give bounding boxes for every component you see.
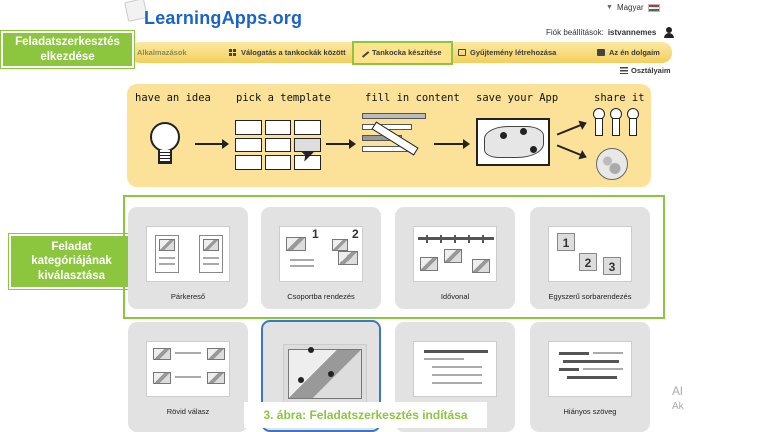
chevron-down-icon: ▼	[606, 4, 613, 11]
step-have-an-idea: have an idea	[135, 92, 211, 104]
step-pick-a-template: pick a template	[236, 92, 331, 104]
arrow-icon	[326, 139, 356, 149]
person-icon	[627, 108, 639, 136]
person-icon	[610, 108, 622, 136]
category-label: Csoportba rendezés	[287, 292, 355, 301]
grid-icon	[229, 49, 237, 56]
classes-link[interactable]: Osztályaim	[620, 66, 671, 75]
username: istvannemes	[607, 28, 657, 37]
account-settings[interactable]: Fiók beállítások: istvannemes	[546, 27, 675, 38]
template-grid-icon	[235, 120, 321, 170]
category-thumb	[413, 226, 497, 282]
logo-text: LearningApps.org	[144, 8, 303, 28]
arrow-icon	[195, 139, 229, 149]
globe-icon	[596, 148, 628, 180]
nav-label-apps: Alkalmazások	[137, 48, 187, 57]
category-thumb: 1 2 3	[548, 226, 632, 282]
list-icon	[620, 67, 628, 74]
arrow-icon	[434, 139, 470, 149]
nav-item-browse[interactable]: Válogatás a tankockák között	[229, 42, 346, 63]
hungarian-flag-icon	[647, 3, 660, 12]
category-label: Egyszerű sorbarendezés	[548, 292, 632, 301]
category-thumb	[146, 341, 230, 397]
category-label: Párkereső	[170, 292, 206, 301]
logo[interactable]: LearningApps.org	[120, 0, 320, 38]
classes-label: Osztályaim	[631, 66, 671, 75]
language-label: Magyar	[616, 3, 644, 12]
nav-item-create-collection[interactable]: Gyűjtemény létrehozása	[458, 42, 556, 63]
copy-icon	[458, 49, 466, 56]
map-pin-icon	[530, 146, 537, 153]
edge-text: Ak	[672, 401, 684, 412]
callout-choose-category: Feladat kategóriájának kiválasztása	[8, 233, 135, 290]
account-label: Fiók beállítások:	[546, 28, 604, 37]
category-card-group-assignment[interactable]: 1 2 Csoportba rendezés	[261, 207, 381, 309]
category-label: Rövid válasz	[166, 407, 210, 416]
step-share-it: share it	[594, 92, 645, 104]
step-fill-in-content: fill in content	[365, 92, 460, 104]
map-pin-icon	[500, 132, 507, 139]
lightbulb-base-icon	[158, 150, 172, 164]
category-selection-frame	[123, 195, 665, 319]
map-pin-icon	[520, 128, 527, 135]
category-thumb	[548, 341, 632, 397]
nav-active-highlight	[352, 41, 453, 65]
nav-label-create-app: Tankocka készítése	[372, 48, 442, 57]
user-icon[interactable]	[664, 27, 675, 38]
nav-item-create-app[interactable]: Tankocka készítése	[358, 42, 442, 63]
category-label: Hiányos szöveg	[563, 407, 617, 416]
callout-start-editing: Feladatszerkesztés elkezdése	[0, 30, 135, 69]
edge-text: Al	[672, 384, 683, 398]
folder-icon	[597, 49, 605, 56]
category-card-short-answer[interactable]: Rövid válasz	[128, 322, 248, 432]
category-card-cloze-text[interactable]: Hiányos szöveg	[530, 322, 650, 432]
category-thumb	[413, 341, 497, 397]
nav-label-my-stuff: Az én dolgaim	[609, 48, 660, 57]
map-icon	[476, 118, 550, 166]
person-icon	[593, 108, 605, 136]
step-save-your-app: save your App	[476, 92, 559, 104]
nav-label-create-collection: Gyűjtemény létrehozása	[470, 48, 557, 57]
category-card-matching[interactable]: Párkereső	[128, 207, 248, 309]
language-selector[interactable]: ▼ Magyar	[606, 3, 660, 12]
category-thumb: 1 2	[279, 226, 363, 282]
category-card-simple-order[interactable]: 1 2 3 Egyszerű sorbarendezés	[530, 207, 650, 309]
category-thumb	[283, 344, 367, 404]
lightbulb-icon	[150, 122, 180, 152]
category-thumb	[146, 226, 230, 282]
nav-label-browse: Válogatás a tankockák között	[241, 48, 346, 57]
pencil-icon	[358, 47, 370, 58]
category-card-timeline[interactable]: Idővonal	[395, 207, 515, 309]
category-label: Idővonal	[440, 292, 470, 301]
nav-item-apps[interactable]: Alkalmazások	[137, 42, 187, 63]
nav-item-my-stuff[interactable]: Az én dolgaim	[597, 42, 660, 63]
figure-caption: 3. ábra: Feladatszerkesztés indítása	[244, 402, 487, 428]
